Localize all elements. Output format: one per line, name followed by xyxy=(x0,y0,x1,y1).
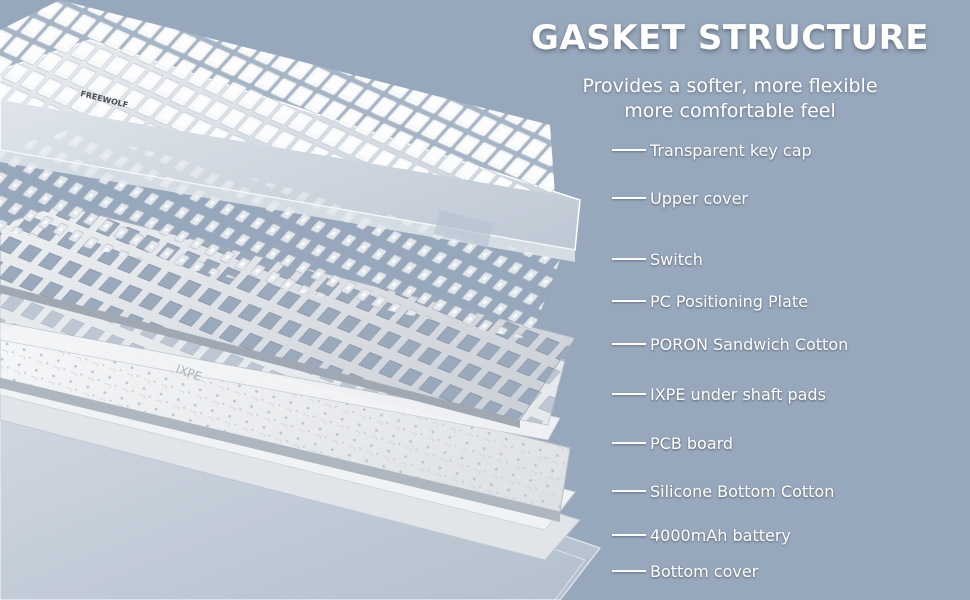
label-pcb: PCB board xyxy=(612,432,733,454)
label-text: Bottom cover xyxy=(650,561,759,581)
label-switch: Switch xyxy=(612,248,703,270)
label-text: PC Positioning Plate xyxy=(650,291,809,311)
label-text: Upper cover xyxy=(650,188,749,208)
label-text: 4000mAh battery xyxy=(650,525,791,545)
leader-line xyxy=(612,343,646,345)
leader-line xyxy=(612,300,646,302)
label-text: Switch xyxy=(650,249,703,269)
label-ixpe: IXPE under shaft pads xyxy=(612,383,826,405)
leader-line xyxy=(612,149,646,151)
leader-line xyxy=(612,442,646,444)
diagram-title: GASKET STRUCTURE xyxy=(531,18,929,58)
label-upper-cover: Upper cover xyxy=(612,187,748,209)
pcb-board-layer xyxy=(0,317,571,522)
leader-line xyxy=(612,490,646,492)
subtitle-line-2: more comfortable feel xyxy=(624,100,836,122)
label-text: PORON Sandwich Cotton xyxy=(650,334,849,354)
label-poron: PORON Sandwich Cotton xyxy=(612,333,848,355)
leader-line xyxy=(612,570,646,572)
label-text: Silicone Bottom Cotton xyxy=(650,481,835,501)
leader-line xyxy=(612,393,646,395)
label-text: IXPE under shaft pads xyxy=(650,384,826,404)
label-text: Transparent key cap xyxy=(650,140,812,160)
keycap-layer: FREEWOLF xyxy=(0,0,555,195)
label-keycap: Transparent key cap xyxy=(612,139,812,161)
label-bottom-cover: Bottom cover xyxy=(612,560,758,582)
leader-line xyxy=(612,534,646,536)
subtitle-line-1: Provides a softer, more flexible xyxy=(582,75,878,97)
label-silicone: Silicone Bottom Cotton xyxy=(612,480,834,502)
leader-line xyxy=(612,197,646,199)
label-battery: 4000mAh battery xyxy=(612,524,791,546)
label-text: PCB board xyxy=(650,433,734,453)
diagram-subtitle: Provides a softer, more flexible more co… xyxy=(540,74,920,124)
label-pc-plate: PC Positioning Plate xyxy=(612,290,808,312)
leader-line xyxy=(612,258,646,260)
